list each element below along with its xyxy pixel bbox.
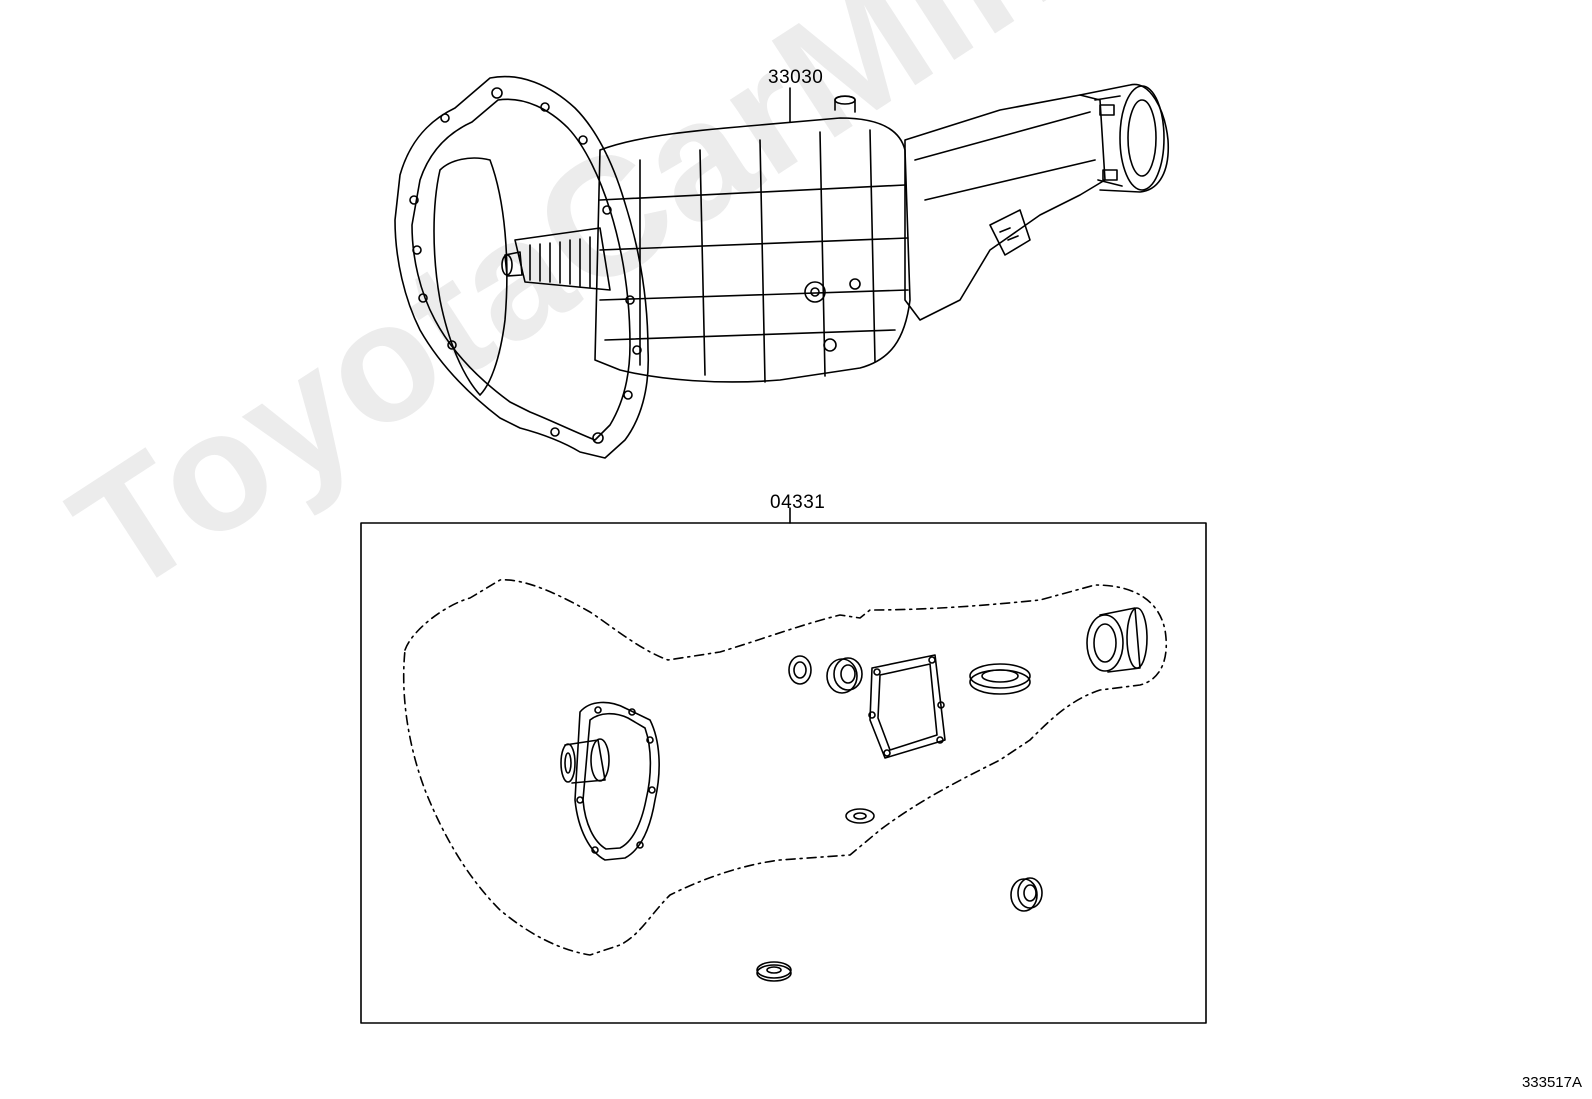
dashed-outline-transmission [402, 579, 1167, 956]
cover-gasket[interactable] [868, 654, 946, 759]
figure-code: 333517A [1521, 1074, 1582, 1091]
transmission-assembly-drawing[interactable] [394, 75, 1170, 459]
washer-1[interactable] [845, 808, 875, 824]
extension-housing-rear-seal[interactable] [1086, 607, 1148, 673]
gasket-kit-frame [360, 522, 1207, 1024]
front-retainer-gasket[interactable] [560, 701, 660, 861]
callout-33030[interactable]: 33030 [768, 67, 824, 88]
small-seal-ring-2[interactable] [1010, 877, 1043, 912]
callout-04331[interactable]: 04331 [770, 492, 826, 513]
small-seal-ring-1[interactable] [788, 655, 812, 685]
washer-2[interactable] [756, 961, 792, 982]
oil-seal[interactable] [826, 657, 863, 694]
shift-lever-seal[interactable] [969, 663, 1031, 695]
